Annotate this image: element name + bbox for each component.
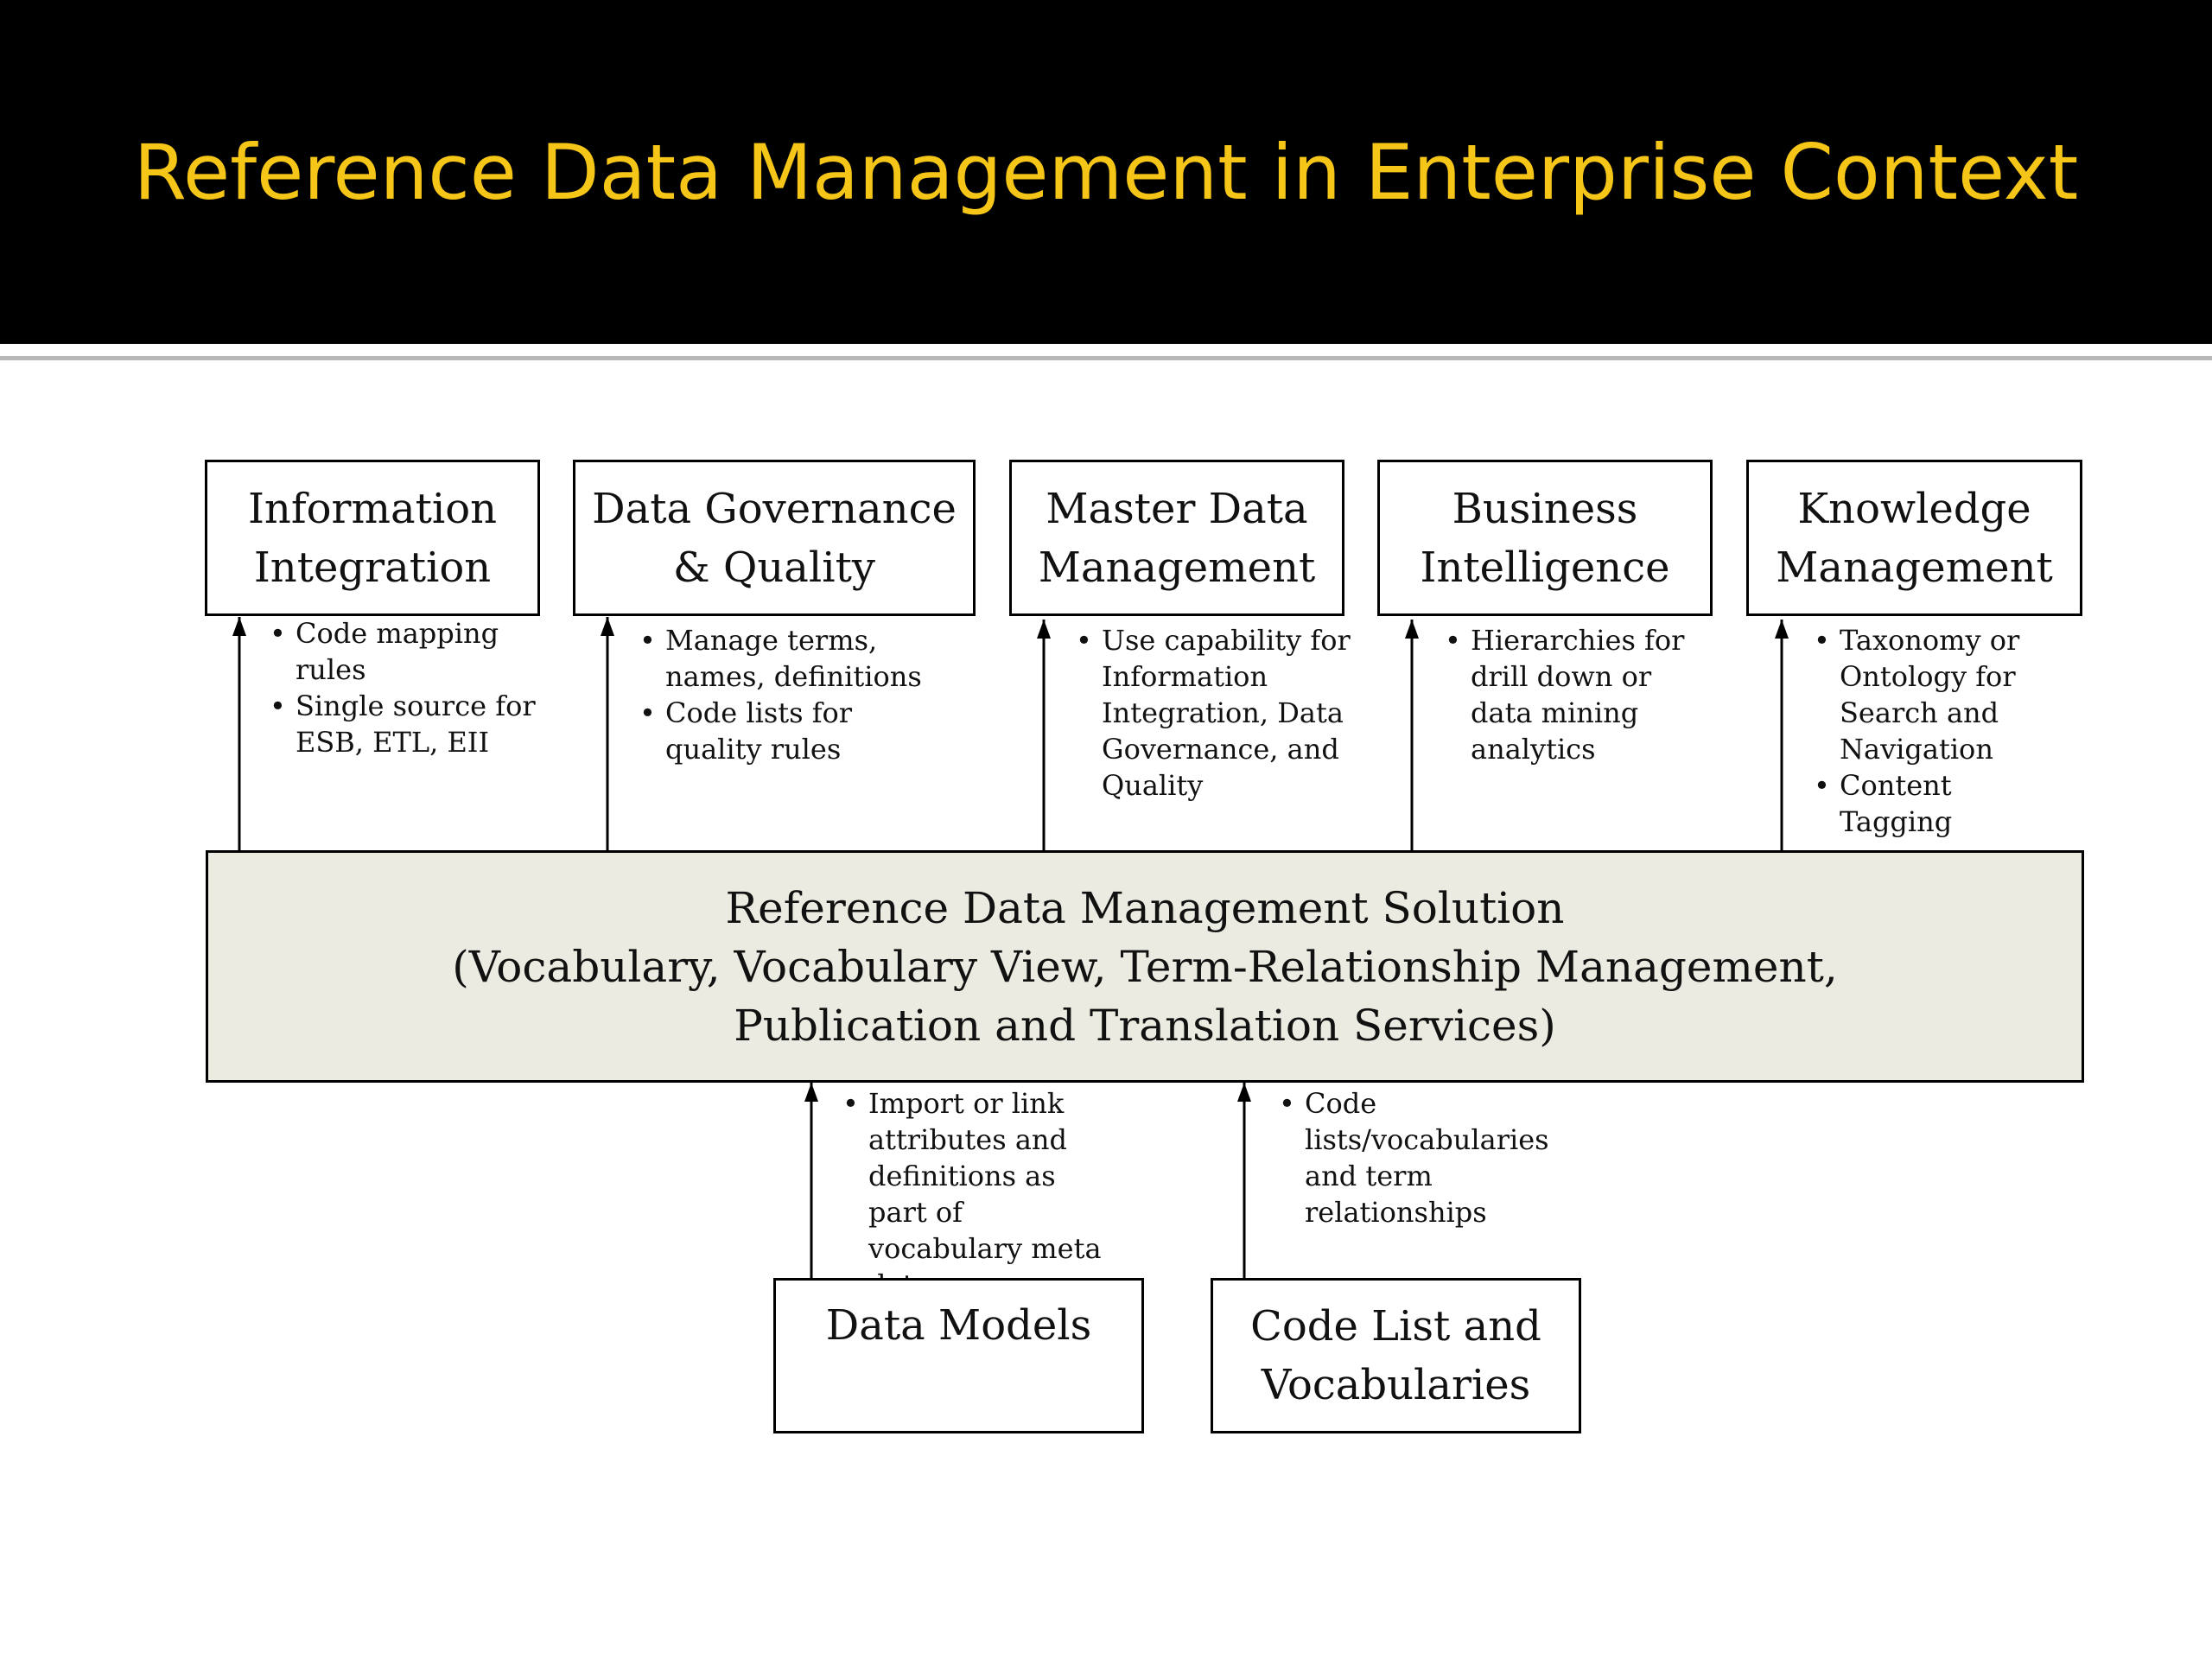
bullet-item: Use capability for Information Integrati… — [1076, 622, 1352, 804]
bullet-item: Taxonomy or Ontology for Search and Navi… — [1814, 622, 2073, 767]
bullet-item: Code lists/vocabularies and term relatio… — [1279, 1085, 1555, 1230]
arrow-from-code-lists — [1237, 1083, 1251, 1278]
box-business-intelligence: Business Intelligence — [1377, 460, 1713, 616]
title-bar — [0, 0, 2212, 344]
bullets-business-intelligence: Hierarchies for drill down or data minin… — [1445, 622, 1721, 767]
arrow-to-information-integration — [232, 617, 246, 850]
bullets-code-lists: Code lists/vocabularies and term relatio… — [1279, 1085, 1555, 1230]
box-knowledge-management: Knowledge Management — [1746, 460, 2082, 616]
bullet-item: Code lists for quality rules — [639, 695, 925, 767]
bullets-data-governance: Manage terms, names, definitions Code li… — [639, 622, 925, 767]
bullet-item: Manage terms, names, definitions — [639, 622, 925, 695]
bullet-item: Hierarchies for drill down or data minin… — [1445, 622, 1721, 767]
title-rule — [0, 356, 2212, 360]
title-divider — [0, 344, 2212, 351]
reference-data-solution-box: Reference Data Management Solution (Voca… — [206, 850, 2084, 1083]
bullets-master-data-management: Use capability for Information Integrati… — [1076, 622, 1352, 804]
bullet-item: Code mapping rules — [270, 615, 546, 688]
box-master-data-management: Master Data Management — [1009, 460, 1344, 616]
arrow-to-master-data-management — [1037, 620, 1051, 850]
bullets-knowledge-management: Taxonomy or Ontology for Search and Navi… — [1814, 622, 2073, 840]
bullet-item: Import or link attributes and definition… — [842, 1085, 1102, 1303]
bullets-data-models: Import or link attributes and definition… — [842, 1085, 1102, 1303]
slide-title: Reference Data Management in Enterprise … — [133, 128, 2079, 217]
arrow-to-business-intelligence — [1405, 620, 1419, 850]
arrow-to-data-governance — [601, 617, 614, 850]
arrow-to-knowledge-management — [1775, 620, 1789, 850]
bullet-item: Single source for ESB, ETL, EII — [270, 688, 546, 760]
box-data-models: Data Models — [773, 1278, 1144, 1433]
arrow-from-data-models — [804, 1083, 818, 1278]
box-data-governance-quality: Data Governance & Quality — [573, 460, 976, 616]
bullets-information-integration: Code mapping rules Single source for ESB… — [270, 615, 546, 760]
box-code-list-vocabularies: Code List and Vocabularies — [1211, 1278, 1581, 1433]
bullet-item: Content Tagging — [1814, 767, 2073, 840]
box-information-integration: Information Integration — [205, 460, 540, 616]
